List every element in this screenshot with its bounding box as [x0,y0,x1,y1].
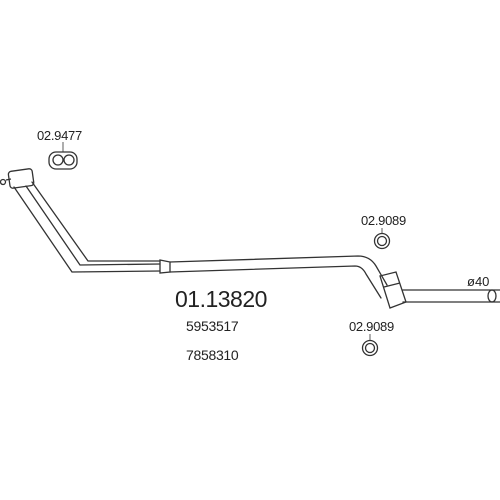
oem-number-1: 5953517 [186,318,239,334]
gasket-label: 02.9477 [37,128,82,143]
clamp-lower-label: 02.9089 [349,319,394,334]
clamp-ring-lower [361,334,379,357]
gasket [48,142,78,170]
clamp-ring-upper [373,228,391,250]
diameter-label: ø40 [467,274,489,289]
oem-number-2: 7858310 [186,347,239,363]
pipe-inlet-flange [0,168,35,189]
part-number: 01.13820 [175,286,267,312]
pipe-connection-flange [379,271,407,309]
clamp-upper-label: 02.9089 [361,213,406,228]
front-exhaust-pipe [0,168,500,309]
